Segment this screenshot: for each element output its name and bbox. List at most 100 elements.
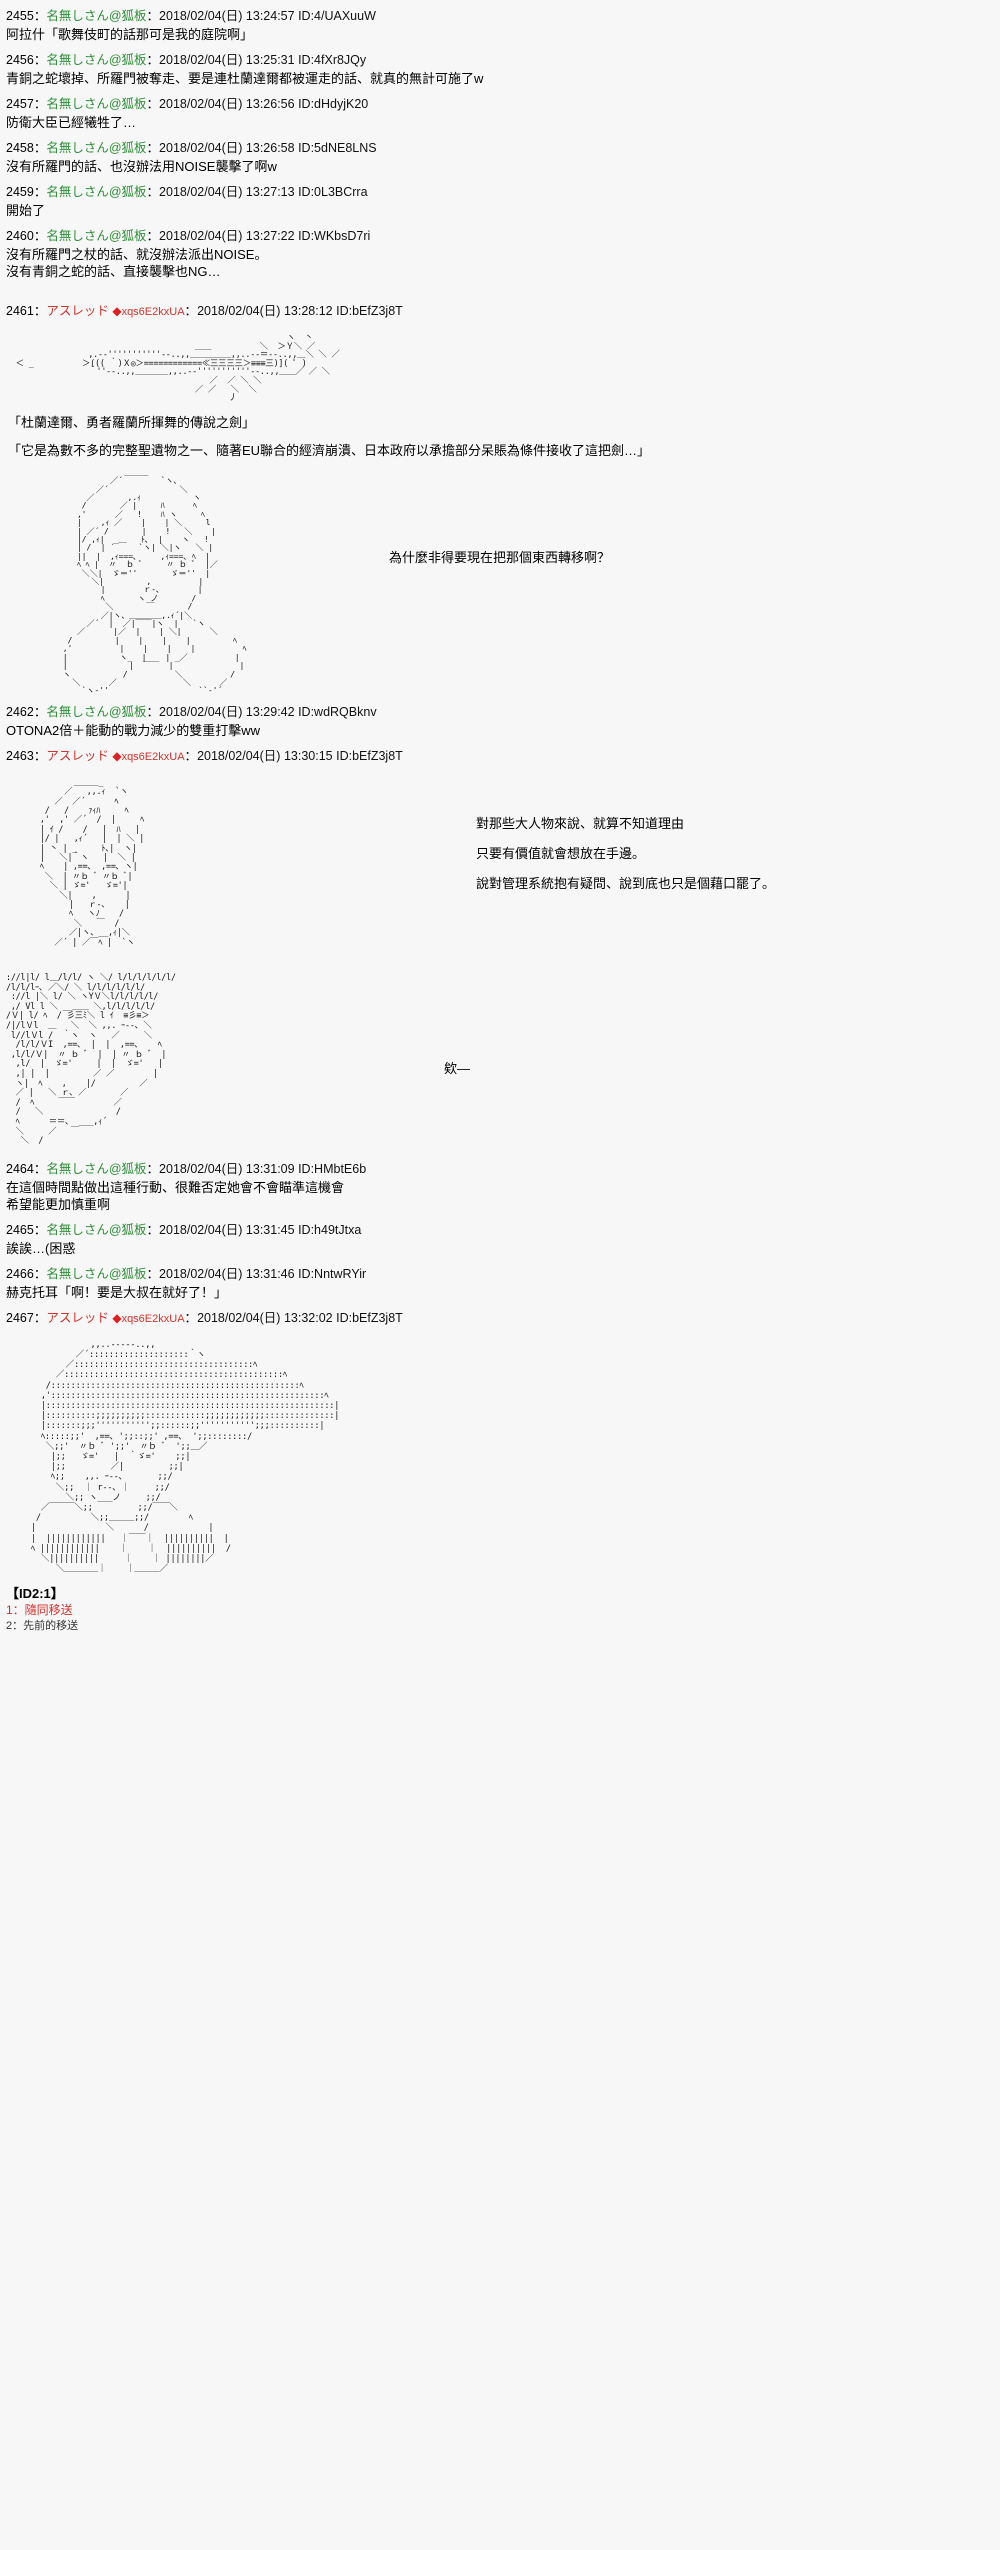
- post-2463: 2463：アスレッド ◆xqs6E2kxUA：2018/02/04(日) 13:…: [6, 748, 994, 1146]
- footer-option-2[interactable]: 2：先前的移送: [6, 1620, 79, 1633]
- ascii-art-girl-wrap: ＿＿＿_ ／ ,,.ｨ `ヽ ／ ／´ ﾍ / / ｧｨﾊ ﾍ ,' ,' ／´…: [6, 778, 994, 947]
- post-2457: 2457：名無しさん@狐板：2018/02/04(日) 13:26:56 ID:…: [6, 96, 994, 131]
- post-header: 2458：名無しさん@狐板：2018/02/04(日) 13:26:58 ID:…: [6, 140, 994, 157]
- footer-option-1[interactable]: 1：隨同移送: [6, 1603, 73, 1618]
- post-header: 2459：名無しさん@狐板：2018/02/04(日) 13:27:13 ID:…: [6, 184, 994, 201]
- post-author: 名無しさん@狐板: [46, 1222, 147, 1237]
- post-time: 13:30:15: [283, 748, 333, 763]
- separator: ：: [146, 185, 160, 199]
- ascii-art-noise: ://l|l/ l＿/l/l/ ヽ ＼/ l/l/l/l/l/l/ /l/l/l…: [6, 973, 176, 1146]
- post-author: 名無しさん@狐板: [46, 1161, 147, 1176]
- post-2464: 2464：名無しさん@狐板：2018/02/04(日) 13:31:09 ID:…: [6, 1161, 994, 1213]
- separator: ：: [33, 9, 47, 23]
- post-number[interactable]: 2463: [6, 748, 34, 763]
- trip-diamond-icon: ◆: [112, 748, 122, 763]
- post-date: 2018/02/04(日): [159, 1222, 243, 1237]
- ascii-art-girl: ＿＿＿_ ／ ,,.ｨ `ヽ ／ ／´ ﾍ / / ｧｨﾊ ﾍ ,' ,' ／´…: [39, 777, 145, 947]
- post-author: 名無しさん@狐板: [46, 9, 147, 23]
- trip-code: xqs6E2kxUA: [121, 1312, 185, 1325]
- post-id: ID:h49tJtxa: [298, 1222, 362, 1237]
- post-number[interactable]: 2459: [6, 185, 34, 199]
- post-time: 13:28:12: [283, 304, 333, 318]
- separator: ：: [33, 97, 47, 111]
- post-date: 2018/02/04(日): [159, 1161, 243, 1176]
- trip-code: xqs6E2kxUA: [121, 750, 185, 763]
- post-date: 2018/02/04(日): [197, 304, 281, 318]
- sword-quote-line-1: 「杜蘭達爾、勇者羅蘭所揮舞的傳說之劍」: [8, 414, 256, 430]
- post-body: 開始了: [6, 203, 46, 218]
- post-time: 13:31:45: [245, 1222, 295, 1237]
- post-date: 2018/02/04(日): [159, 53, 243, 67]
- post-header: 2457：名無しさん@狐板：2018/02/04(日) 13:26:56 ID:…: [6, 96, 994, 113]
- separator: ：: [184, 748, 198, 763]
- separator: ：: [33, 229, 47, 243]
- separator: ：: [146, 97, 160, 111]
- post-id: ID:0L3BCrra: [298, 185, 368, 199]
- separator: ：: [184, 304, 198, 318]
- post-time: 13:27:22: [245, 229, 295, 243]
- post-header: 2460：名無しさん@狐板：2018/02/04(日) 13:27:22 ID:…: [6, 228, 994, 245]
- post-number[interactable]: 2467: [6, 1310, 34, 1325]
- post-header: 2464：名無しさん@狐板：2018/02/04(日) 13:31:09 ID:…: [6, 1161, 994, 1178]
- separator: ：: [146, 9, 160, 23]
- post-2455: 2455：名無しさん@狐板：2018/02/04(日) 13:24:57 ID:…: [6, 8, 994, 43]
- post-date: 2018/02/04(日): [159, 185, 243, 199]
- ascii-art-noise-wrap: ://l|l/ l＿/l/l/ ヽ ＼/ l/l/l/l/l/l/ /l/l/l…: [6, 973, 994, 1146]
- post-number[interactable]: 2456: [6, 53, 34, 67]
- post-time: 13:24:57: [245, 9, 295, 23]
- post-number[interactable]: 2466: [6, 1266, 34, 1281]
- post-number[interactable]: 2462: [6, 704, 34, 719]
- post-number[interactable]: 2458: [6, 141, 34, 155]
- separator: ：: [146, 229, 160, 243]
- post-time: 13:26:58: [245, 141, 295, 155]
- sword-quote-line-2: 「它是為數不多的完整聖遺物之一、隨著EU聯合的經濟崩潰、日本政府以承擔部分呆賬為…: [8, 442, 651, 458]
- post-body: 在這個時間點做出這種行動、很難否定她會不會瞄準這機會 希望能更加慎重啊: [6, 1179, 345, 1212]
- separator: ：: [146, 1161, 160, 1176]
- trip-diamond-icon: ◆: [112, 304, 122, 318]
- post-date: 2018/02/04(日): [159, 1266, 243, 1281]
- separator: ：: [33, 53, 47, 67]
- post-body: 沒有所羅門的話、也沒辦法用NOISE襲擊了啊w: [6, 159, 277, 174]
- girl-dialogue-line-2: 只要有價值就會想放在手邊。: [476, 845, 646, 861]
- post-time: 13:29:42: [245, 704, 295, 719]
- separator: ：: [146, 53, 160, 67]
- separator: ：: [146, 1266, 160, 1281]
- post-header: 2466：名無しさん@狐板：2018/02/04(日) 13:31:46 ID:…: [6, 1266, 994, 1283]
- post-date: 2018/02/04(日): [159, 9, 243, 23]
- post-id: ID:bEfZ3j8T: [336, 1310, 403, 1325]
- post-number[interactable]: 2465: [6, 1222, 34, 1237]
- separator: ：: [146, 1222, 160, 1237]
- ascii-art-sword: ヽ 丶 ＿＿ ＼ ＞Ｙ＼ ／ ,.-‐'''''''''''‐-..,,＿＿＿＿…: [15, 333, 340, 402]
- post-id: ID:HMbtE6b: [298, 1161, 367, 1176]
- post-body: 防衛大臣已經犧牲了…: [6, 115, 137, 130]
- post-number[interactable]: 2461: [6, 304, 34, 318]
- post-author: アスレッド: [46, 1310, 109, 1325]
- post-id: ID:4/UAXuuW: [298, 9, 376, 23]
- post-date: 2018/02/04(日): [159, 141, 243, 155]
- post-author: 名無しさん@狐板: [46, 53, 147, 67]
- post-number[interactable]: 2460: [6, 229, 34, 243]
- post-number[interactable]: 2457: [6, 97, 34, 111]
- post-body: 阿拉什「歌舞伎町的話那可是我的庭院啊」: [6, 27, 254, 42]
- man-dialogue: 為什麼非得要現在把那個東西轉移啊？: [389, 549, 611, 565]
- post-header: 2467：アスレッド ◆xqs6E2kxUA：2018/02/04(日) 13:…: [6, 1310, 994, 1328]
- post-header: 2455：名無しさん@狐板：2018/02/04(日) 13:24:57 ID:…: [6, 8, 994, 25]
- post-body: 赫克托耳「啊！要是大叔在就好了！」: [6, 1284, 228, 1300]
- footer-title: 【ID2:1】: [6, 1586, 64, 1602]
- post-date: 2018/02/04(日): [159, 229, 243, 243]
- post-date: 2018/02/04(日): [197, 1310, 281, 1325]
- ascii-art-man: ＿＿＿ ／´ `ヽ、 ／´ ＼ ／ ,.ｨ ヽ / ／ | ﾊ ﾍ ,' ／ !…: [62, 467, 247, 695]
- separator: ：: [33, 185, 47, 199]
- post-body: OTONA2倍＋能動的戰力減少的雙重打擊ww: [6, 722, 260, 738]
- separator: ：: [33, 141, 47, 155]
- post-id: ID:bEfZ3j8T: [336, 304, 403, 318]
- post-2456: 2456：名無しさん@狐板：2018/02/04(日) 13:25:31 ID:…: [6, 52, 994, 87]
- post-2461: 2461：アスレッド ◆xqs6E2kxUA：2018/02/04(日) 13:…: [6, 303, 994, 695]
- post-2458: 2458：名無しさん@狐板：2018/02/04(日) 13:26:58 ID:…: [6, 140, 994, 175]
- post-number[interactable]: 2455: [6, 9, 34, 23]
- post-number[interactable]: 2464: [6, 1161, 34, 1176]
- post-header: 2463：アスレッド ◆xqs6E2kxUA：2018/02/04(日) 13:…: [6, 748, 994, 766]
- sword-quote-block: 「杜蘭達爾、勇者羅蘭所揮舞的傳說之劍」 「它是為數不多的完整聖遺物之一、隨著EU…: [8, 412, 994, 462]
- post-body: 沒有所羅門之杖的話、就沒辦法派出NOISE。 沒有青銅之蛇的話、直接襲擊也NG…: [6, 247, 268, 279]
